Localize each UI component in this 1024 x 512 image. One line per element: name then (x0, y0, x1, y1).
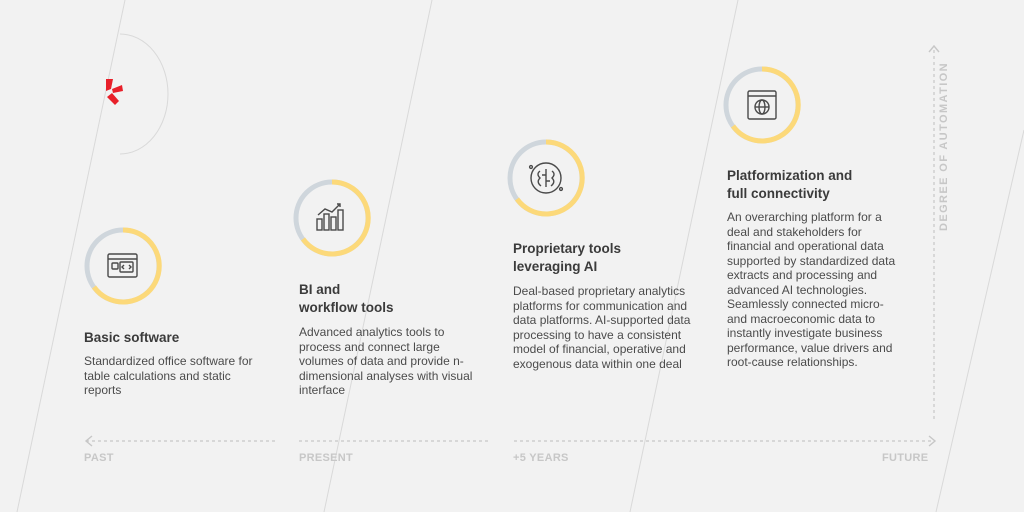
stage-3-title: Proprietary tools leveraging AI (513, 241, 622, 274)
logo-mark (106, 79, 123, 105)
timeline-label-present: PRESENT (299, 452, 354, 464)
stage-1-title: Basic software (84, 330, 180, 345)
right-arrow-icon (928, 435, 937, 447)
stage-2-title: BI and workflow tools (299, 282, 394, 315)
stage-4-ring (721, 64, 803, 146)
ai-brain-icon (528, 162, 564, 194)
stage-2-ring (291, 177, 373, 259)
software-window-icon (107, 253, 138, 278)
stage-3-ring (505, 137, 587, 219)
stage-2-description: Advanced analytics tools to process and … (299, 325, 473, 397)
timeline-label-future: FUTURE (882, 452, 929, 464)
stage-1-ring (82, 225, 164, 307)
stage-3-description: Deal-based proprietary analytics platfor… (513, 284, 691, 371)
stage-4-title: Platformization and full connectivity (727, 168, 853, 201)
timeline-label-plus5: +5 YEARS (513, 452, 569, 464)
web-platform-icon (747, 90, 777, 120)
timeline-label-past: PAST (84, 452, 114, 464)
stage-1-description: Standardized office software for table c… (84, 354, 253, 397)
left-arrow-icon (84, 435, 93, 447)
stage-4-description: An overarching platform for a deal and s… (727, 210, 896, 369)
up-arrow-icon (928, 44, 940, 53)
y-axis-label: DEGREE OF AUTOMATION (938, 62, 950, 231)
bar-chart-icon (316, 203, 344, 231)
